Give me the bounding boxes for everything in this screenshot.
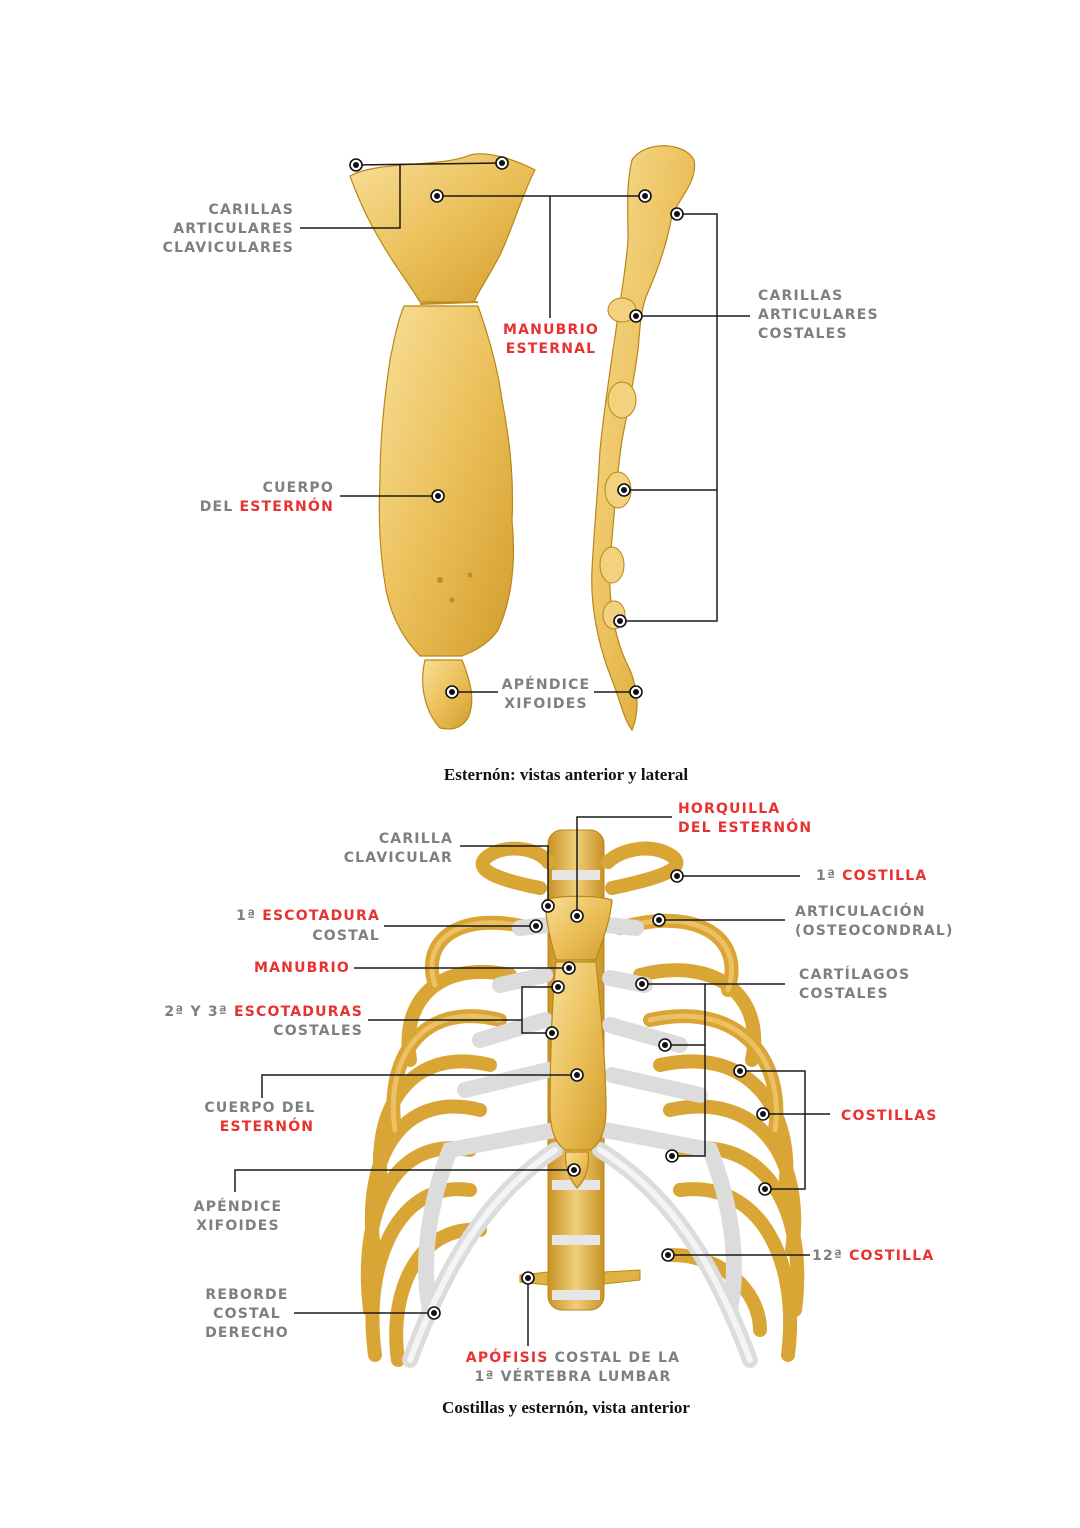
label-manubrio-esternal-1: MANUBRIO: [503, 322, 599, 338]
marker: [551, 980, 565, 994]
marker: [652, 913, 666, 927]
marker: [665, 1149, 679, 1163]
label-cuerpo-2: DEL ESTERNÓN: [200, 497, 334, 515]
sternum-lateral-view: [591, 145, 696, 732]
marker: [638, 189, 652, 203]
marker: [670, 207, 684, 221]
marker: [635, 977, 649, 991]
label-escotaduras23-1: 2ª Y 3ª ESCOTADURAS: [164, 1004, 363, 1020]
marker: [445, 685, 459, 699]
label-horquilla-2: DEL ESTERNÓN: [678, 818, 812, 836]
label-reborde-2: COSTAL: [213, 1306, 281, 1322]
marker: [541, 899, 555, 913]
label-costillas: COSTILLAS: [841, 1108, 938, 1124]
label-horquilla-1: HORQUILLA: [678, 801, 780, 817]
label-escotadura1-1: 1ª ESCOTADURA: [236, 908, 380, 924]
label-primera-costilla: 1ª COSTILLA: [816, 868, 927, 884]
label-cuerpo2-1: CUERPO DEL: [204, 1100, 315, 1116]
figure2-labels: HORQUILLA DEL ESTERNÓN CARILLA CLAVICULA…: [164, 801, 954, 1385]
marker: [733, 1064, 747, 1078]
label-escotadura1-2: COSTAL: [312, 928, 380, 944]
label-carillas-claviculares-1: CARILLAS: [209, 202, 294, 218]
label-escotaduras23-2: COSTALES: [273, 1023, 363, 1039]
marker: [756, 1107, 770, 1121]
marker: [570, 909, 584, 923]
marker: [758, 1182, 772, 1196]
label-apendice2-2: XIFOIDES: [196, 1218, 280, 1234]
marker: [562, 961, 576, 975]
label-articulacion-2: (OSTEOCONDRAL): [795, 923, 954, 939]
marker: [431, 489, 445, 503]
label-apendice2-1: APÉNDICE: [194, 1198, 283, 1215]
label-apendice-2: XIFOIDES: [504, 696, 588, 712]
label-reborde-1: REBORDE: [205, 1287, 288, 1303]
label-cuerpo-1: CUERPO: [263, 480, 334, 496]
label-carilla-clavicular-1: CARILLA: [379, 831, 453, 847]
label-carillas-claviculares-3: CLAVICULARES: [163, 240, 294, 256]
label-carillas-costales-2: ARTICULARES: [758, 307, 879, 323]
label-carillas-costales-1: CARILLAS: [758, 288, 843, 304]
marker: [567, 1163, 581, 1177]
label-duodecima-costilla: 12ª COSTILLA: [812, 1248, 934, 1264]
marker: [521, 1271, 535, 1285]
marker: [658, 1038, 672, 1052]
figure2-markers: [427, 869, 772, 1320]
label-carillas-claviculares-2: ARTICULARES: [173, 221, 294, 237]
marker: [629, 685, 643, 699]
label-cartilagos-2: COSTALES: [799, 986, 889, 1002]
figure2-leader-lines: [234, 816, 830, 1346]
marker: [670, 869, 684, 883]
marker: [430, 189, 444, 203]
marker: [349, 158, 363, 172]
label-apofisis-2: 1ª VÉRTEBRA LUMBAR: [475, 1368, 672, 1385]
marker: [495, 156, 509, 170]
marker: [629, 309, 643, 323]
marker: [427, 1306, 441, 1320]
figure2-caption: Costillas y esternón, vista anterior: [442, 1398, 690, 1417]
marker: [570, 1068, 584, 1082]
marker: [545, 1026, 559, 1040]
marker: [613, 614, 627, 628]
label-apofisis-1: APÓFISIS COSTAL DE LA: [466, 1348, 680, 1366]
label-cuerpo2-2: ESTERNÓN: [220, 1117, 314, 1135]
figure1-caption: Esternón: vistas anterior y lateral: [444, 765, 689, 784]
figure1-leader-lines: [300, 162, 750, 693]
sternum-anterior-view: [349, 153, 536, 730]
label-cartilagos-1: CARTÍLAGOS: [799, 966, 910, 983]
marker: [617, 483, 631, 497]
label-articulacion-1: ARTICULACIÓN: [795, 902, 926, 920]
label-manubrio: MANUBRIO: [254, 960, 350, 976]
marker: [661, 1248, 675, 1262]
label-carillas-costales-3: COSTALES: [758, 326, 848, 342]
figure1-markers: [349, 156, 684, 699]
label-carilla-clavicular-2: CLAVICULAR: [344, 850, 453, 866]
figure1-labels: CARILLAS ARTICULARES CLAVICULARES MANUBR…: [163, 202, 879, 712]
label-manubrio-esternal-2: ESTERNAL: [506, 341, 597, 357]
label-apendice-1: APÉNDICE: [502, 676, 591, 693]
label-reborde-3: DERECHO: [205, 1325, 289, 1341]
marker: [529, 919, 543, 933]
